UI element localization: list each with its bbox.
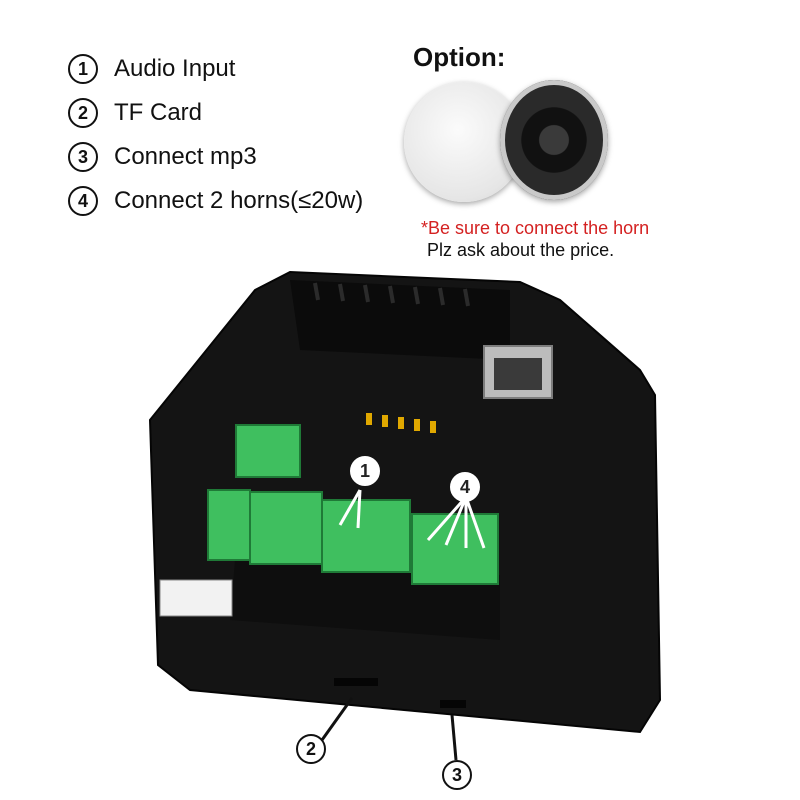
black-ceiling-speaker-image	[500, 80, 608, 200]
terminal-block-3	[321, 499, 411, 573]
callout-2-marker: 2	[296, 734, 326, 764]
green-terminal-blocks	[207, 424, 499, 585]
legend-number-1: 1	[68, 54, 98, 84]
callout-arrows-white	[338, 489, 486, 549]
horn-warning-text: *Be sure to connect the horn	[421, 218, 650, 238]
legend-item-audio-input: 1 Audio Input	[68, 54, 235, 84]
tf-card-pins	[366, 413, 436, 433]
top-heatsink	[290, 280, 510, 360]
legend-number-4: 4	[68, 186, 98, 216]
legend-label: Connect mp3	[114, 143, 257, 170]
legend-label: Connect 2 horns(≤20w)	[114, 187, 364, 214]
callout-1-marker: 1	[350, 456, 380, 486]
heatsink-fins	[313, 282, 470, 307]
tf-card-slot	[334, 678, 378, 686]
legend-number-2: 2	[68, 98, 98, 128]
terminal-block-2	[249, 491, 323, 565]
legend-item-connect-mp3: 3 Connect mp3	[68, 142, 257, 172]
option-title: Option:	[413, 42, 506, 72]
legend-item-connect-horns: 4 Connect 2 horns(≤20w)	[68, 186, 363, 216]
callout-4-marker: 4	[450, 472, 480, 502]
callout-3-marker: 3	[442, 760, 472, 790]
mp3-port	[440, 700, 466, 708]
legend-item-tf-card: 2 TF Card	[68, 98, 202, 128]
callout-arrows-dark	[320, 697, 458, 761]
terminal-block-1	[207, 489, 251, 561]
rj45-port-opening	[494, 358, 542, 390]
legend-label: Audio Input	[114, 55, 236, 82]
legend-number-3: 3	[68, 142, 98, 172]
label-sticker	[159, 579, 233, 617]
legend-label: TF Card	[114, 99, 203, 126]
price-note-text: Plz ask about the price.	[427, 240, 615, 260]
audio-input-terminal	[235, 424, 301, 478]
